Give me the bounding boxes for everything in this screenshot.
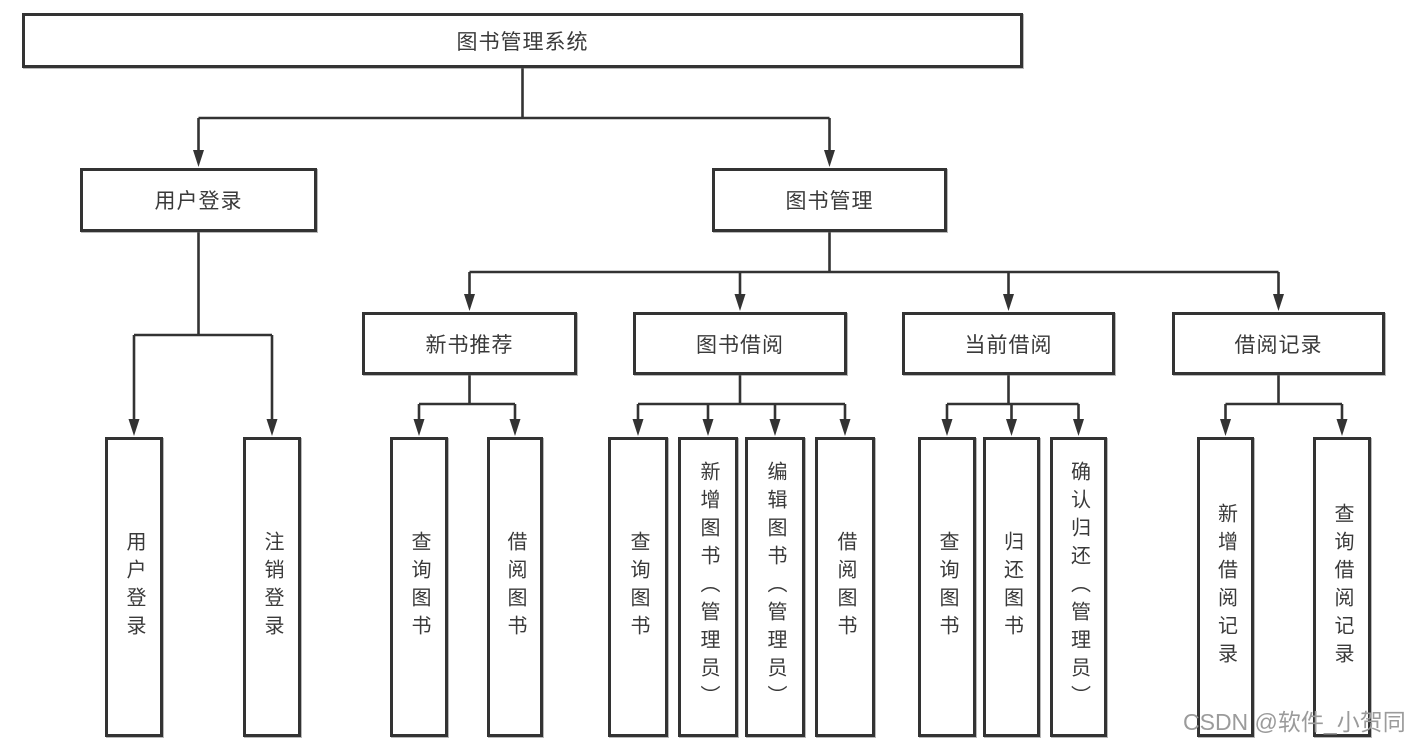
node-label: 新增借阅记录 — [1214, 503, 1237, 671]
leaf-query-books-current: 查询图书 — [918, 437, 976, 737]
node-label: 确认归还（管理员） — [1067, 461, 1090, 713]
node-label: 图书管理 — [785, 190, 874, 213]
node-label: 图书借阅 — [696, 333, 784, 357]
leaf-logout: 注销登录 — [243, 437, 301, 737]
node-new-book-recommend: 新书推荐 — [362, 312, 577, 375]
node-label: 查询借阅记录 — [1331, 503, 1353, 671]
node-current-borrow: 当前借阅 — [902, 312, 1115, 375]
node-label: 归还图书 — [1000, 531, 1023, 643]
leaf-confirm-return-admin: 确认归还（管理员） — [1050, 437, 1107, 737]
leaf-add-borrow-record: 新增借阅记录 — [1197, 437, 1254, 737]
node-label: 注销登录 — [261, 531, 283, 643]
node-book-management: 图书管理 — [712, 168, 947, 232]
leaf-return-books: 归还图书 — [983, 437, 1040, 737]
node-label: 借阅图书 — [504, 531, 526, 643]
arrowhead-icons — [128, 150, 1348, 436]
csdn-watermark: CSDN @软件_小贺同学 — [1183, 709, 1405, 735]
leaf-borrow-books-recommend: 借阅图书 — [487, 437, 543, 737]
node-label: 查询图书 — [627, 531, 649, 643]
node-label: 借阅记录 — [1234, 333, 1323, 357]
node-label: 当前借阅 — [964, 333, 1053, 357]
node-label: 查询图书 — [408, 531, 430, 643]
leaf-borrow-books: 借阅图书 — [815, 437, 875, 737]
node-book-borrow: 图书借阅 — [633, 312, 847, 375]
node-label: 编辑图书（管理员） — [764, 461, 786, 713]
node-label: 用户登录 — [123, 531, 145, 643]
leaf-add-books-admin: 新增图书（管理员） — [678, 437, 738, 737]
node-label: 用户登录 — [154, 190, 243, 213]
node-borrow-records: 借阅记录 — [1172, 312, 1385, 375]
leaf-query-books-borrow: 查询图书 — [608, 437, 668, 737]
node-label: 图书管理系统 — [456, 30, 589, 54]
node-user-login: 用户登录 — [80, 168, 317, 232]
node-label: 新书推荐 — [425, 333, 514, 357]
node-label: 查询图书 — [936, 531, 958, 643]
node-label: 借阅图书 — [834, 531, 856, 643]
leaf-query-books-recommend: 查询图书 — [390, 437, 448, 737]
node-label: 新增图书（管理员） — [697, 461, 719, 713]
leaf-query-borrow-record: 查询借阅记录 — [1313, 437, 1371, 737]
node-root-system: 图书管理系统 — [22, 13, 1023, 68]
leaf-user-login: 用户登录 — [105, 437, 163, 737]
leaf-edit-books-admin: 编辑图书（管理员） — [745, 437, 805, 737]
